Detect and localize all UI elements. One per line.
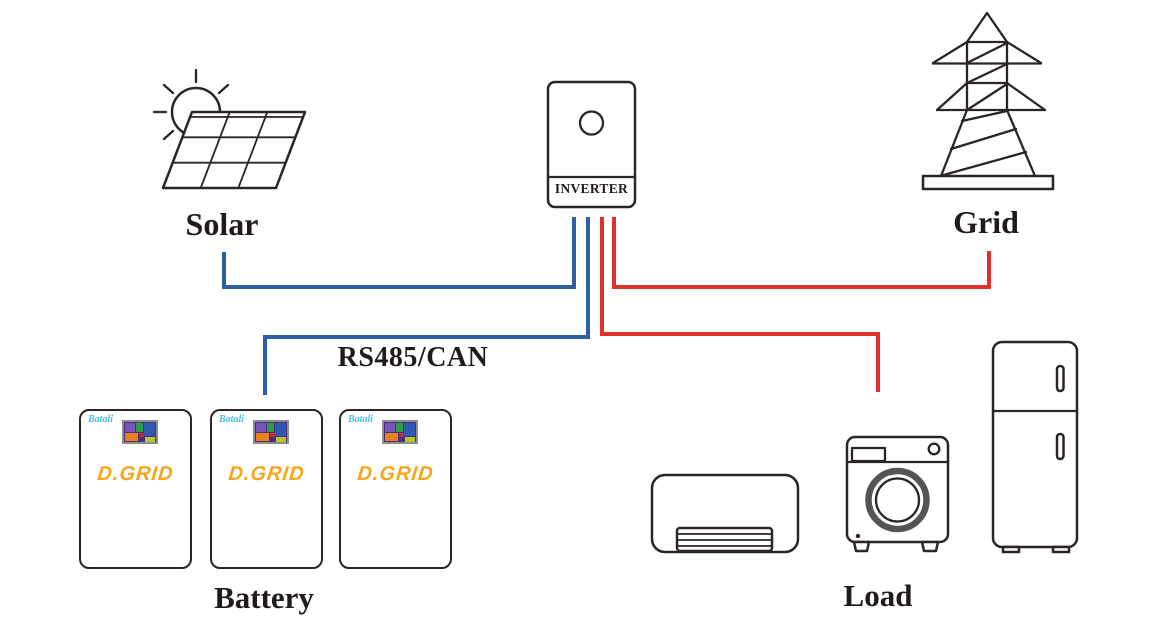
washing-machine-icon [845,435,950,553]
screen-tile [385,423,395,432]
comm-bus-label: RS485/CAN [337,342,489,373]
screen-tile [136,423,143,432]
screen-tile [270,433,275,437]
sun-rays [152,68,230,141]
screen-tile [276,437,286,442]
battery-pack: Batali D.GRID [339,409,452,569]
load-label: Load [843,578,913,613]
screen-tile [404,423,415,436]
inverter-to-load-wire [600,217,880,392]
battery-brand-label: Batali [348,414,374,425]
inverter-to-battery-wire [263,217,590,395]
battery-logo-label: D.GRID [356,463,435,485]
battery-display-screen [253,420,289,444]
battery-brand-label: Batali [88,414,114,425]
screen-tile [399,433,404,437]
screen-tile [405,437,415,442]
refrigerator-icon [991,340,1079,554]
solar-label: Solar [185,206,259,242]
battery-display-screen [122,420,158,444]
screen-tile [275,423,286,436]
screen-tile [385,433,398,441]
screen-tile [144,423,155,436]
transmission-tower-icon [921,11,1055,191]
battery-pack: Batali D.GRID [210,409,323,569]
battery-display-screen [382,420,418,444]
solar-panel-with-sun-icon [152,68,307,190]
battery-pack: Batali D.GRID [79,409,192,569]
inverter-label: INVERTER [554,181,629,196]
screen-tile [256,433,269,441]
battery-logo-label: D.GRID [227,463,306,485]
screen-tile [256,423,266,432]
screen-tile [396,423,403,432]
grid-label: Grid [953,204,1019,240]
inverter-to-grid-wire [612,217,991,289]
battery-logo-label: D.GRID [96,463,175,485]
screen-tile [145,437,155,442]
screen-tile [125,423,135,432]
screen-tile [267,423,274,432]
solar-to-inverter-wire [222,217,576,289]
battery-brand-label: Batali [219,414,245,425]
inverter-box-icon [546,80,637,209]
heater-icon [650,473,800,554]
battery-label: Battery [214,580,314,615]
screen-tile [139,433,144,437]
screen-tile [125,433,138,441]
